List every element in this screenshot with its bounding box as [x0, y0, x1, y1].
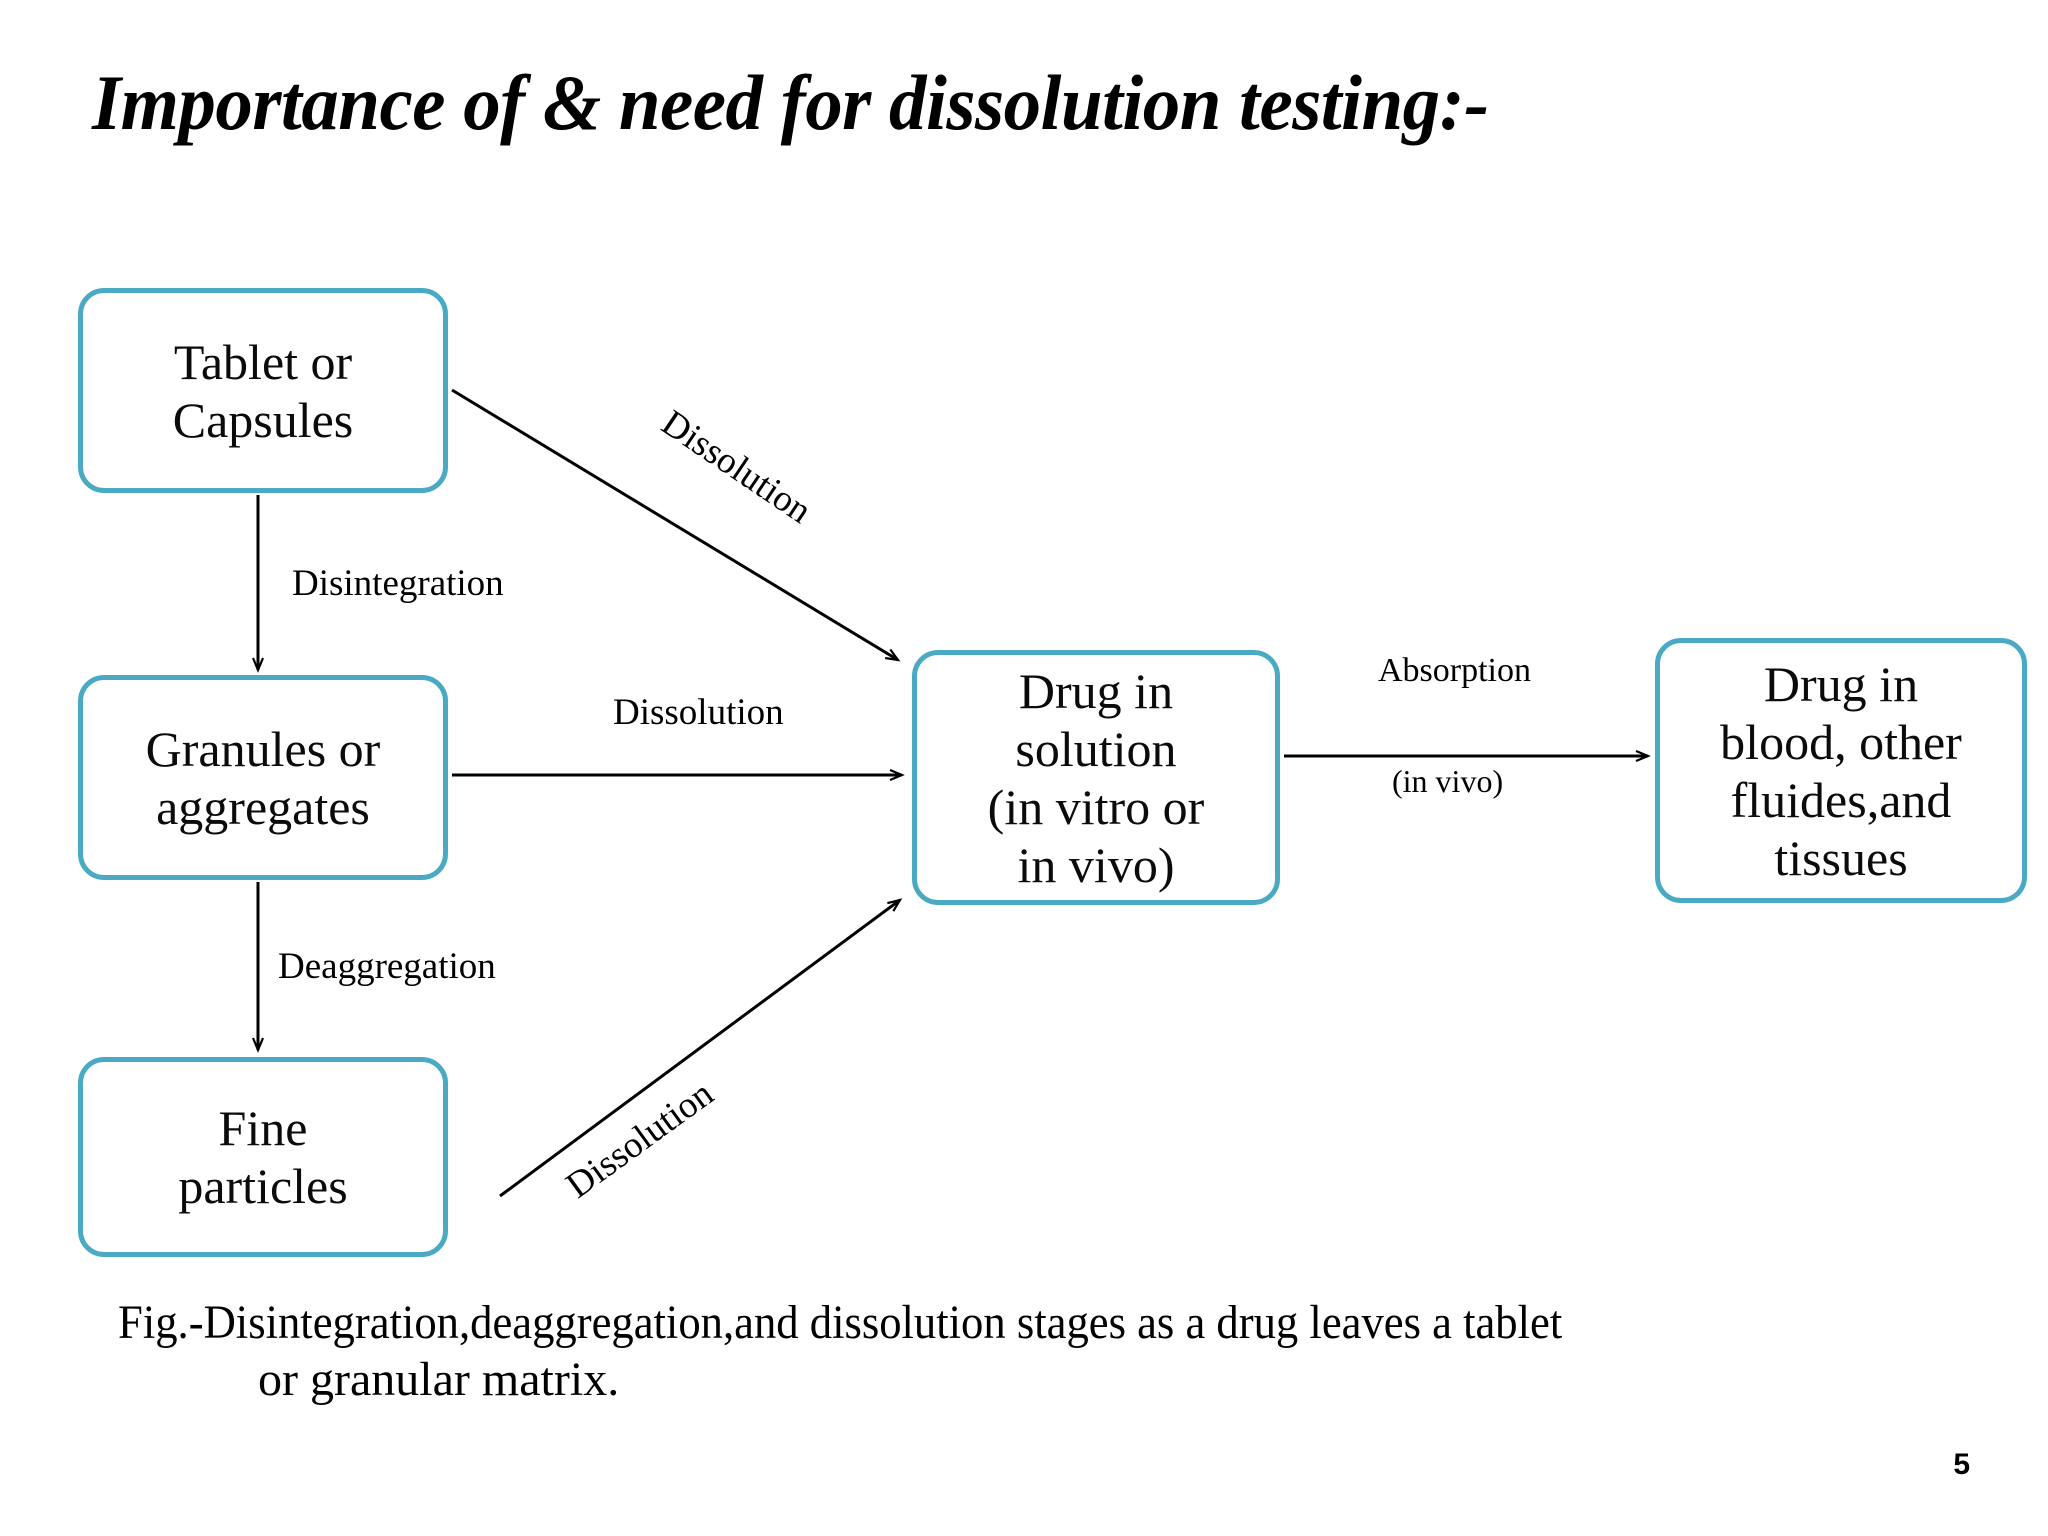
figure-caption-line2: or granular matrix.	[258, 1352, 620, 1406]
edge-label-disintegration: Disintegration	[292, 563, 504, 604]
figure-caption: Fig.-Disintegration,deaggregation,and di…	[118, 1295, 1988, 1408]
edge-label-dissolution-tablet: Dissolution	[654, 402, 819, 532]
edge-label-in-vivo: (in vivo)	[1392, 763, 1504, 799]
page-title: Importance of & need for dissolution tes…	[92, 59, 1489, 146]
page-number: 5	[1953, 1448, 1970, 1481]
edge-label-absorption: Absorption	[1378, 652, 1531, 689]
edge-label-dissolution-granules: Dissolution	[613, 692, 784, 733]
edge-label-dissolution-fine: Dissolution	[558, 1073, 721, 1207]
figure-caption-line1: Fig.-Disintegration,deaggregation,and di…	[118, 1296, 1563, 1349]
edge-label-deaggregation: Deaggregation	[278, 946, 496, 987]
edge-fine-to-solution	[499, 900, 900, 1198]
